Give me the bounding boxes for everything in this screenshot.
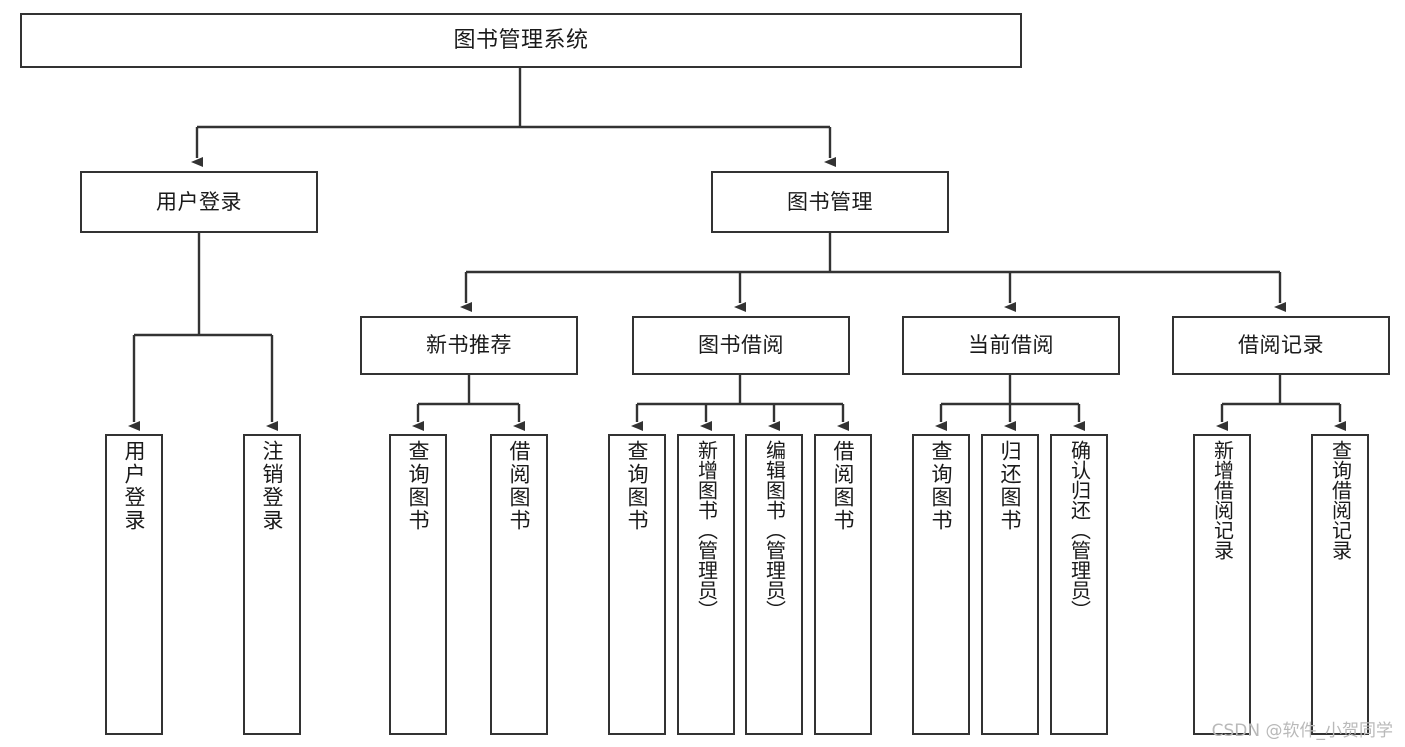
watermark: CSDN @软件_小贺同学	[1211, 721, 1393, 741]
node-leaf-add-borrow-record[interactable]: 新增借阅记录	[1193, 434, 1251, 735]
node-label: 新增图书（管理员）	[694, 440, 719, 620]
node-leaf-query-book-borrow[interactable]: 查询图书	[608, 434, 666, 735]
node-label: 图书管理	[787, 189, 873, 214]
node-label: 确认归还（管理员）	[1067, 440, 1092, 620]
node-label: 图书借阅	[698, 333, 784, 358]
node-label: 查询借阅记录	[1328, 440, 1353, 560]
node-leaf-confirm-return-admin[interactable]: 确认归还（管理员）	[1050, 434, 1108, 735]
node-label: 新增借阅记录	[1210, 440, 1235, 560]
node-leaf-borrow-book[interactable]: 借阅图书	[814, 434, 872, 735]
node-label: 编辑图书（管理员）	[762, 440, 787, 620]
node-label: 借阅记录	[1238, 333, 1324, 358]
node-label: 当前借阅	[968, 333, 1054, 358]
node-label: 新书推荐	[426, 333, 512, 358]
node-borrow-record[interactable]: 借阅记录	[1172, 316, 1390, 375]
node-leaf-user-login[interactable]: 用户登录	[105, 434, 163, 735]
node-label: 借阅图书	[507, 440, 532, 532]
node-book-management[interactable]: 图书管理	[711, 171, 949, 233]
node-label: 归还图书	[998, 440, 1023, 532]
node-user-login[interactable]: 用户登录	[80, 171, 318, 233]
node-leaf-query-book-recommend[interactable]: 查询图书	[389, 434, 447, 735]
node-leaf-query-borrow-record[interactable]: 查询借阅记录	[1311, 434, 1369, 735]
node-leaf-add-book-admin[interactable]: 新增图书（管理员）	[677, 434, 735, 735]
node-label: 查询图书	[625, 440, 650, 532]
node-leaf-edit-book-admin[interactable]: 编辑图书（管理员）	[745, 434, 803, 735]
node-label: 借阅图书	[831, 440, 856, 532]
node-label: 用户登录	[156, 189, 242, 214]
node-label: 注销登录	[260, 440, 285, 532]
node-label: 用户登录	[122, 440, 147, 532]
node-new-book-recommend[interactable]: 新书推荐	[360, 316, 578, 375]
node-book-borrow[interactable]: 图书借阅	[632, 316, 850, 375]
node-leaf-borrow-book-recommend[interactable]: 借阅图书	[490, 434, 548, 735]
node-leaf-logout[interactable]: 注销登录	[243, 434, 301, 735]
node-label: 查询图书	[406, 440, 431, 532]
node-leaf-return-book[interactable]: 归还图书	[981, 434, 1039, 735]
node-root-system[interactable]: 图书管理系统	[20, 13, 1022, 68]
node-label: 查询图书	[929, 440, 954, 532]
node-leaf-query-book-current[interactable]: 查询图书	[912, 434, 970, 735]
node-label: 图书管理系统	[453, 27, 589, 53]
node-current-borrow[interactable]: 当前借阅	[902, 316, 1120, 375]
